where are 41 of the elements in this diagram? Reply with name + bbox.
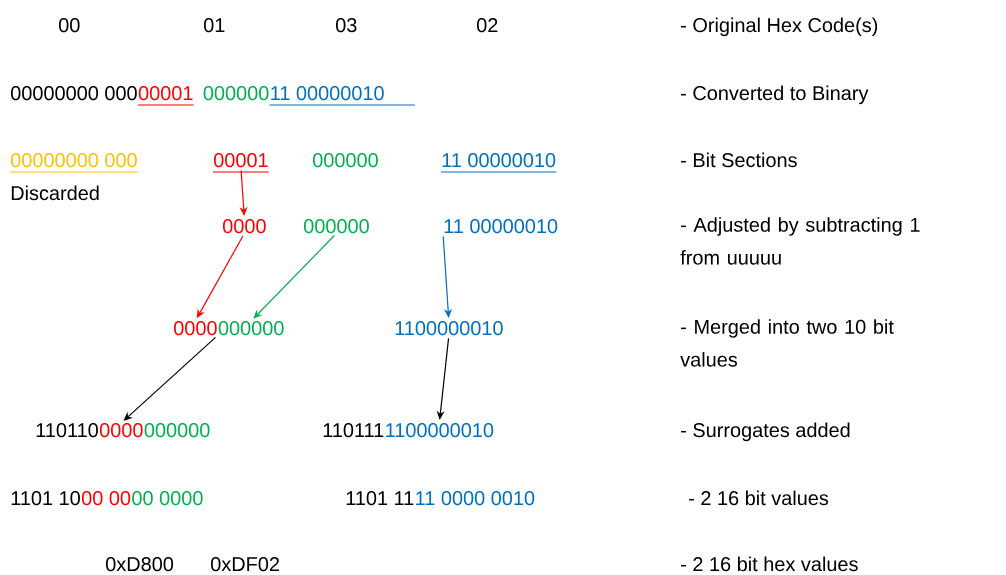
step-description: - Surrogates added [681, 422, 850, 442]
binary-digits: 000000 [218, 321, 284, 336]
underlined-binary-digits: 00001 [137, 86, 195, 106]
step-description: - Bit Sections [681, 152, 797, 168]
binary-digits: 1101 11 [346, 491, 414, 506]
binary-digits: 110111 [323, 423, 384, 438]
step-description: - 2 16 bit hex values [681, 556, 858, 572]
underlined-binary-digits: 00000000 000 [9, 153, 139, 173]
step-description: - Adjusted by subtracting 1 from uuuuu [680, 217, 920, 265]
binary-digits: 0000 [174, 321, 217, 336]
binary-digits: 00 00 [81, 491, 131, 506]
hex-code: 0xDF02 [211, 557, 279, 572]
hex-code: 02 [477, 18, 498, 33]
binary-digits: 1100000010 [386, 423, 494, 438]
binary-digits: 00 0000 [132, 491, 203, 506]
arrow [442, 235, 453, 318]
hex-code: 0xD800 [106, 557, 174, 572]
step-description: - Original Hex Code(s) [681, 17, 878, 37]
underlined-binary-digits: 11 00000010 [440, 153, 557, 173]
binary-digits: 11 00000010 [444, 219, 558, 234]
binary-digits: 000000 [304, 219, 369, 234]
binary-digits: 110110 [36, 423, 98, 438]
binary-digits: 0000 [99, 423, 143, 438]
step-description: - 2 16 bit values [689, 490, 829, 506]
binary-digits: 1100000010 [395, 321, 503, 336]
binary-digits: 1101 10 [11, 491, 80, 506]
step-description: - Converted to Binary [681, 85, 869, 105]
binary-digits: 000000 [144, 423, 210, 438]
hex-code: 00 [59, 18, 80, 33]
step-description: - Merged into two 10 bit values [680, 319, 894, 367]
arrow [253, 234, 335, 319]
binary-digits: 000000 [313, 153, 378, 168]
binary-digits: 11 0000 0010 [416, 491, 535, 506]
underlined-binary-digits: 11 00000010 [268, 86, 416, 106]
hex-code: 03 [336, 18, 357, 33]
note-text: Discarded [11, 185, 99, 201]
underlined-binary-digits: 00001 [212, 153, 270, 173]
binary-digits: 000000 [203, 86, 269, 101]
binary-digits: 00000000 000 [11, 86, 137, 101]
hex-code: 01 [204, 18, 225, 33]
binary-digits: 0000 [223, 219, 266, 234]
